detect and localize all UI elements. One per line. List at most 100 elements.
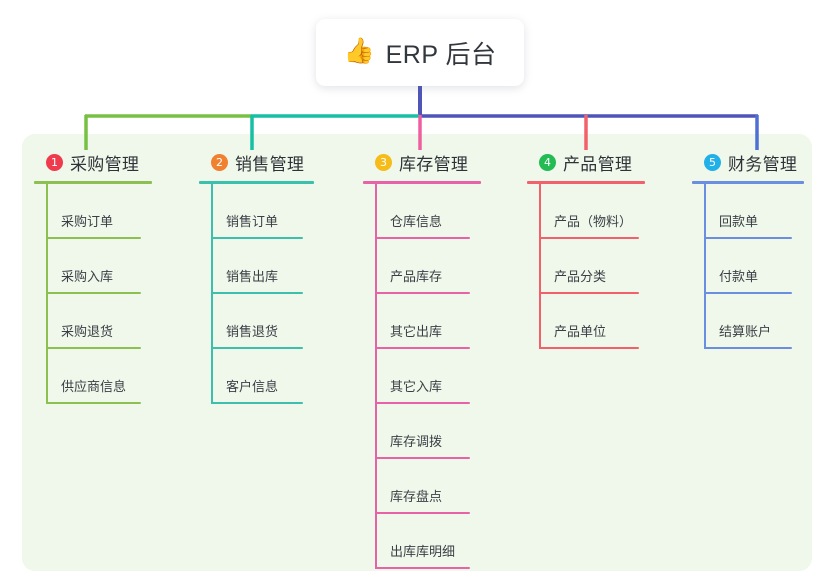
branch-number-badge: 4 bbox=[539, 153, 556, 171]
leaf-node[interactable]: 付款单 bbox=[692, 239, 804, 294]
leaf-label: 产品分类 bbox=[554, 269, 607, 284]
branch-node-2[interactable]: 2 销售管理 bbox=[199, 150, 314, 174]
leaf-underline bbox=[375, 237, 470, 239]
branch-spine bbox=[539, 184, 541, 349]
leaf-underline bbox=[375, 402, 470, 404]
leaf-label: 销售出库 bbox=[226, 269, 279, 284]
root-node[interactable]: 👍 ERP 后台 bbox=[316, 19, 524, 86]
leaf-underline bbox=[375, 567, 470, 569]
leaf-node[interactable]: 库存盘点 bbox=[363, 459, 481, 514]
leaf-underline bbox=[704, 347, 792, 349]
leaf-underline bbox=[375, 347, 470, 349]
column-产品管理: 4 产品管理产品（物料） 产品分类产品单位 bbox=[527, 150, 645, 349]
branch-spine bbox=[375, 184, 377, 569]
leaf-node[interactable]: 产品库存 bbox=[363, 239, 481, 294]
leaf-label: 其它出库 bbox=[390, 324, 443, 339]
branch-underline bbox=[363, 181, 481, 184]
leaf-node[interactable]: 产品单位 bbox=[527, 294, 645, 349]
leaf-label: 客户信息 bbox=[226, 379, 279, 394]
leaf-label: 销售订单 bbox=[226, 214, 279, 229]
branch-node-5[interactable]: 5 财务管理 bbox=[692, 150, 804, 174]
leaf-underline bbox=[211, 292, 303, 294]
leaf-underline bbox=[211, 237, 303, 239]
branch-children: 回款单付款单结算账户 bbox=[692, 184, 804, 349]
leaf-node[interactable]: 出库库明细 bbox=[363, 514, 481, 569]
leaf-node[interactable]: 采购入库 bbox=[34, 239, 152, 294]
leaf-underline bbox=[704, 237, 792, 239]
leaf-underline bbox=[704, 292, 792, 294]
branch-spine bbox=[704, 184, 706, 349]
leaf-underline bbox=[46, 347, 141, 349]
leaf-label: 产品单位 bbox=[554, 324, 607, 339]
leaf-underline bbox=[46, 402, 141, 404]
branch-title: 采购管理 bbox=[70, 154, 140, 174]
leaf-label: 采购订单 bbox=[61, 214, 114, 229]
leaf-node[interactable]: 其它出库 bbox=[363, 294, 481, 349]
leaf-underline bbox=[211, 347, 303, 349]
leaf-underline bbox=[539, 347, 639, 349]
leaf-label: 产品库存 bbox=[390, 269, 443, 284]
column-采购管理: 1 采购管理采购订单采购入库采购退货供应商信息 bbox=[34, 150, 152, 404]
leaf-underline bbox=[539, 237, 639, 239]
leaf-underline bbox=[375, 512, 470, 514]
branch-number-badge: 2 bbox=[211, 153, 228, 171]
leaf-node[interactable]: 销售退货 bbox=[199, 294, 314, 349]
leaf-node[interactable]: 客户信息 bbox=[199, 349, 314, 404]
leaf-node[interactable]: 其它入库 bbox=[363, 349, 481, 404]
leaf-node[interactable]: 产品（物料） bbox=[527, 184, 645, 239]
leaf-underline bbox=[539, 292, 639, 294]
leaf-node[interactable]: 结算账户 bbox=[692, 294, 804, 349]
leaf-node[interactable]: 采购退货 bbox=[34, 294, 152, 349]
leaf-label: 仓库信息 bbox=[390, 214, 443, 229]
branch-spine bbox=[211, 184, 213, 404]
leaf-node[interactable]: 产品分类 bbox=[527, 239, 645, 294]
column-财务管理: 5 财务管理回款单付款单结算账户 bbox=[692, 150, 804, 349]
leaf-node[interactable]: 仓库信息 bbox=[363, 184, 481, 239]
branch-number-badge: 3 bbox=[375, 153, 392, 171]
leaf-node[interactable]: 采购订单 bbox=[34, 184, 152, 239]
branch-underline bbox=[692, 181, 804, 184]
leaf-label: 销售退货 bbox=[226, 324, 279, 339]
branch-underline bbox=[199, 181, 314, 184]
branch-children: 产品（物料） 产品分类产品单位 bbox=[527, 184, 645, 349]
branch-title: 财务管理 bbox=[728, 154, 798, 174]
branch-title: 产品管理 bbox=[563, 154, 633, 174]
branch-node-1[interactable]: 1 采购管理 bbox=[34, 150, 152, 174]
leaf-underline bbox=[375, 457, 470, 459]
leaf-label: 采购入库 bbox=[61, 269, 114, 284]
branch-title: 销售管理 bbox=[235, 154, 305, 174]
leaf-node[interactable]: 回款单 bbox=[692, 184, 804, 239]
leaf-underline bbox=[211, 402, 303, 404]
leaf-node[interactable]: 供应商信息 bbox=[34, 349, 152, 404]
leaf-label: 采购退货 bbox=[61, 324, 114, 339]
branch-node-4[interactable]: 4 产品管理 bbox=[527, 150, 645, 174]
branch-children: 销售订单销售出库销售退货客户信息 bbox=[199, 184, 314, 404]
thumbs-up-icon: 👍 bbox=[343, 37, 375, 65]
leaf-label: 回款单 bbox=[719, 214, 759, 229]
leaf-label: 其它入库 bbox=[390, 379, 443, 394]
leaf-node[interactable]: 销售出库 bbox=[199, 239, 314, 294]
root-title: ERP 后台 bbox=[385, 40, 497, 69]
branch-number-badge: 5 bbox=[704, 153, 721, 171]
leaf-underline bbox=[46, 237, 141, 239]
branch-number-badge: 1 bbox=[46, 153, 63, 171]
branch-spine bbox=[46, 184, 48, 404]
branch-title: 库存管理 bbox=[399, 154, 469, 174]
diagram-background-panel bbox=[22, 134, 812, 571]
leaf-label: 库存盘点 bbox=[390, 489, 443, 504]
leaf-label: 库存调拨 bbox=[390, 434, 443, 449]
leaf-label: 产品（物料） bbox=[554, 214, 633, 229]
branch-node-3[interactable]: 3 库存管理 bbox=[363, 150, 481, 174]
leaf-label: 付款单 bbox=[719, 269, 759, 284]
branch-underline bbox=[527, 181, 645, 184]
column-销售管理: 2 销售管理销售订单销售出库销售退货客户信息 bbox=[199, 150, 314, 404]
column-库存管理: 3 库存管理仓库信息产品库存其它出库其它入库库存调拨库存盘点出库库明细 bbox=[363, 150, 481, 569]
leaf-underline bbox=[375, 292, 470, 294]
leaf-label: 供应商信息 bbox=[61, 379, 127, 394]
branch-children: 采购订单采购入库采购退货供应商信息 bbox=[34, 184, 152, 404]
leaf-node[interactable]: 库存调拨 bbox=[363, 404, 481, 459]
leaf-label: 出库库明细 bbox=[390, 544, 456, 559]
leaf-node[interactable]: 销售订单 bbox=[199, 184, 314, 239]
leaf-label: 结算账户 bbox=[719, 324, 772, 339]
